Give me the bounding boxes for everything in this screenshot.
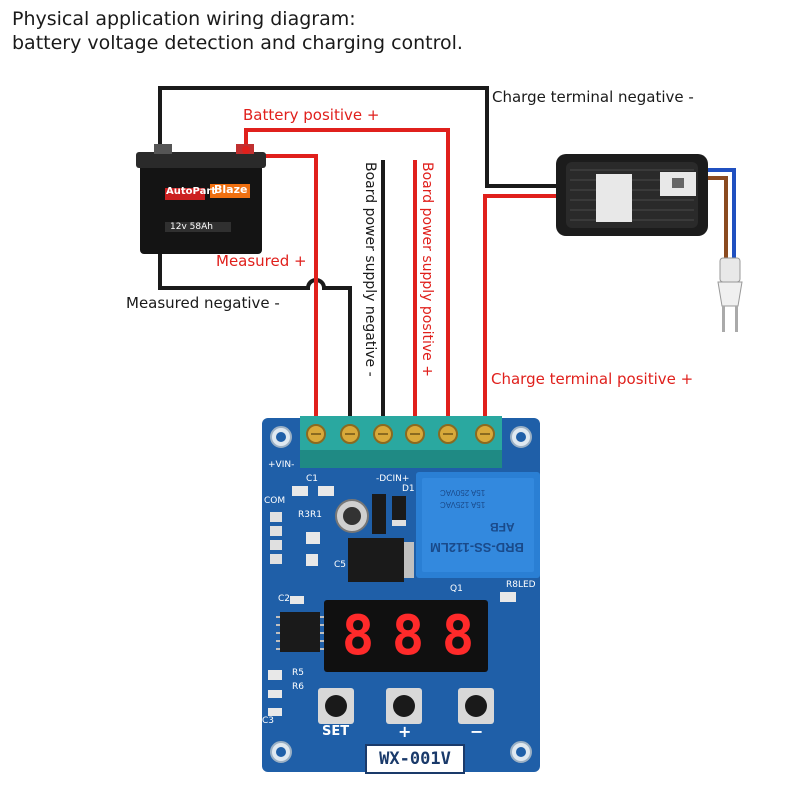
tact-buttons <box>318 688 494 724</box>
wire-charge-negative <box>158 86 560 188</box>
charger-icon <box>556 154 708 236</box>
display-digit-3: 8 <box>441 604 475 667</box>
relay-rating-1: 15A 250VAC <box>440 488 486 497</box>
button-label-set: SET <box>322 724 350 739</box>
label-board-positive: Board power supply positive + <box>419 162 435 377</box>
voltage-regulator <box>348 538 404 582</box>
battery-spec: 12v 58Ah <box>170 222 213 232</box>
diagram-title-line2: battery voltage detection and charging c… <box>12 32 463 54</box>
label-measured-positive: Measured + <box>216 252 307 270</box>
pin-header <box>270 512 282 564</box>
label-board-negative: Board power supply negative - <box>362 162 378 377</box>
silk-vin: +VIN- <box>268 460 295 470</box>
ac-cord-brown <box>708 176 728 262</box>
silk-r8led: R8LED <box>506 580 536 590</box>
silk-com: COM <box>264 496 286 506</box>
silk-r6: R6 <box>292 682 304 692</box>
battery-brand: AutoPart <box>166 186 217 197</box>
relay-brand: AFB <box>490 520 515 534</box>
button-label-plus: + <box>398 722 412 741</box>
silk-dcin: -DCIN+ <box>376 474 410 484</box>
wire-battery-positive <box>244 128 450 428</box>
diode <box>392 496 406 526</box>
relay-rating-2: 15A 125VAC <box>440 500 486 509</box>
label-measured-negative: Measured negative - <box>126 294 280 312</box>
silk-q1: Q1 <box>450 584 463 594</box>
silk-c2: C2 <box>278 594 291 604</box>
board-model-label: WX-001V <box>365 744 465 774</box>
battery-badge: Blaze <box>214 183 248 196</box>
silk-c5: C5 <box>334 560 347 570</box>
label-battery-positive: Battery positive + <box>243 106 380 124</box>
plug-icon <box>717 257 743 332</box>
silk-r5: R5 <box>292 668 304 678</box>
ac-cord-blue <box>708 168 736 262</box>
battery-icon <box>136 144 266 254</box>
wire-charge-positive <box>483 194 560 428</box>
silk-r3r1: R3R1 <box>298 510 322 520</box>
wire-measured-positive <box>252 154 318 428</box>
display-digit-1: 8 <box>341 604 375 667</box>
button-label-minus: − <box>470 722 484 741</box>
terminal-block <box>300 416 502 468</box>
display-digit-2: 8 <box>391 604 425 667</box>
silk-d1: D1 <box>402 484 415 494</box>
relay-model: BRD-SS-112LM <box>430 540 524 555</box>
silk-c1: C1 <box>306 474 319 484</box>
silk-c3: C3 <box>262 716 275 726</box>
diagram-title-line1: Physical application wiring diagram: <box>12 8 356 30</box>
label-charge-positive: Charge terminal positive + <box>491 370 694 388</box>
ic-chip <box>276 612 324 652</box>
led-display <box>324 600 488 672</box>
label-charge-negative: Charge terminal negative - <box>492 88 694 106</box>
